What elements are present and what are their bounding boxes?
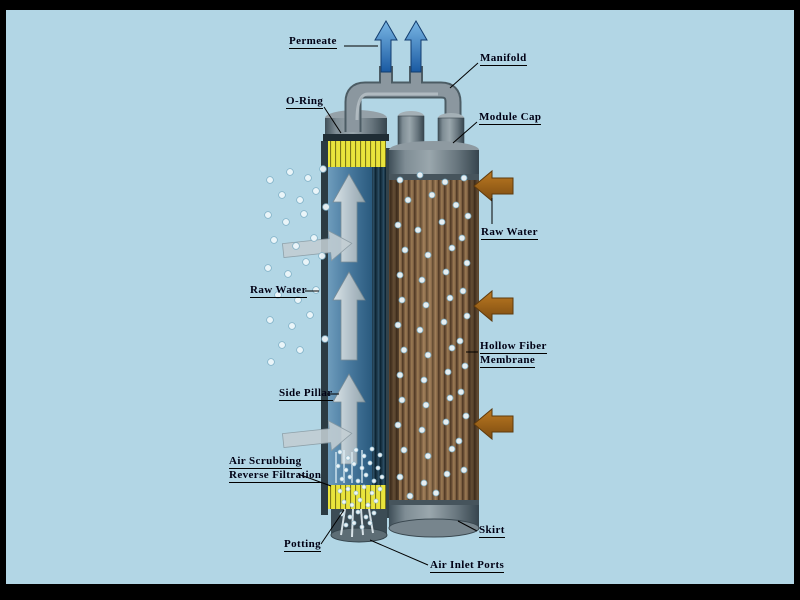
air-inlet-base	[330, 527, 388, 543]
bubbles-right	[394, 171, 472, 500]
label-module-cap: Module Cap	[479, 111, 542, 125]
bubbles-air-scrubbing	[335, 446, 385, 530]
bubbles-left	[264, 165, 330, 366]
label-side-pillar: Side Pillar	[279, 387, 333, 401]
raw-water-inlet-arrows	[282, 230, 353, 452]
label-permeate: Permeate	[289, 35, 337, 49]
label-raw-water-left: Raw Water	[250, 284, 307, 298]
potting-bottom	[328, 485, 386, 509]
label-o-ring: O-Ring	[286, 95, 324, 109]
air-inlet-spray	[340, 508, 374, 538]
side-pillar-wall	[321, 141, 328, 515]
label-air-inlet-ports: Air Inlet Ports	[430, 559, 505, 573]
label-skirt: Skirt	[479, 524, 505, 538]
label-raw-water-right: Raw Water	[481, 226, 538, 240]
raw-water-arrows	[473, 169, 514, 441]
leader-lines	[297, 45, 493, 566]
label-potting: Potting	[284, 538, 322, 552]
label-manifold: Manifold	[480, 52, 527, 66]
o-ring-band	[323, 134, 389, 141]
permeate-arrows	[374, 20, 428, 73]
potting-top	[328, 141, 386, 167]
right-module	[388, 111, 480, 538]
module-cap	[389, 150, 479, 178]
